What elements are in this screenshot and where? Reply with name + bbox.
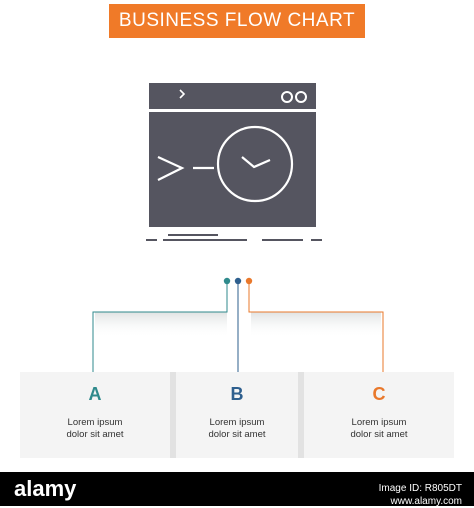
prompt-chevron <box>157 156 185 181</box>
connector-shade-left <box>95 312 227 338</box>
step-text-c-line2: dolor sit amet <box>350 429 408 440</box>
panel-divider-1 <box>170 372 176 458</box>
title-banner: BUSINESS FLOW CHART <box>109 4 365 38</box>
step-panel-b: B Lorem ipsum dolor sit amet <box>176 372 298 458</box>
terminal-clock-icon <box>146 83 322 241</box>
step-text-b: Lorem ipsum dolor sit amet <box>176 417 298 441</box>
step-text-c-line1: Lorem ipsum <box>351 417 407 428</box>
flow-connectors <box>92 277 384 372</box>
connector-dot-a <box>223 277 231 285</box>
step-text-a-line1: Lorem ipsum <box>67 417 123 428</box>
window-body <box>149 83 316 227</box>
window-button-2 <box>295 91 307 103</box>
step-panel-a: A Lorem ipsum dolor sit amet <box>20 372 170 458</box>
footer-bar: alamy Image ID: R805DT www.alamy.com <box>0 472 474 508</box>
step-text-b-line1: Lorem ipsum <box>209 417 265 428</box>
site-url: www.alamy.com <box>390 496 463 507</box>
step-letter-b: B <box>230 384 244 404</box>
clock-hands <box>241 156 271 169</box>
step-letter-c: C <box>372 384 386 404</box>
window-button-1 <box>281 91 293 103</box>
image-id-block: Image ID: R805DT www.alamy.com <box>379 482 462 508</box>
title-text: BUSINESS FLOW CHART <box>118 10 356 31</box>
step-text-a: Lorem ipsum dolor sit amet <box>20 417 170 441</box>
image-id: Image ID: R805DT <box>378 483 462 494</box>
step-text-b-line2: dolor sit amet <box>208 429 266 440</box>
panel-divider-2 <box>298 372 304 458</box>
step-panel-c: C Lorem ipsum dolor sit amet <box>304 372 454 458</box>
connector-dot-c <box>245 277 253 285</box>
step-letter-a: A <box>88 384 102 404</box>
clock-face <box>216 125 294 203</box>
title-bar-chevron <box>179 89 186 99</box>
step-text-a-line2: dolor sit amet <box>66 429 124 440</box>
connector-line-c <box>248 284 384 372</box>
window-title-separator <box>149 109 316 112</box>
alamy-logo: alamy <box>14 476 77 501</box>
step-text-c: Lorem ipsum dolor sit amet <box>304 417 454 441</box>
connector-dot-b <box>234 277 242 285</box>
connector-line-a <box>92 284 228 372</box>
connector-shade-right <box>251 312 381 338</box>
